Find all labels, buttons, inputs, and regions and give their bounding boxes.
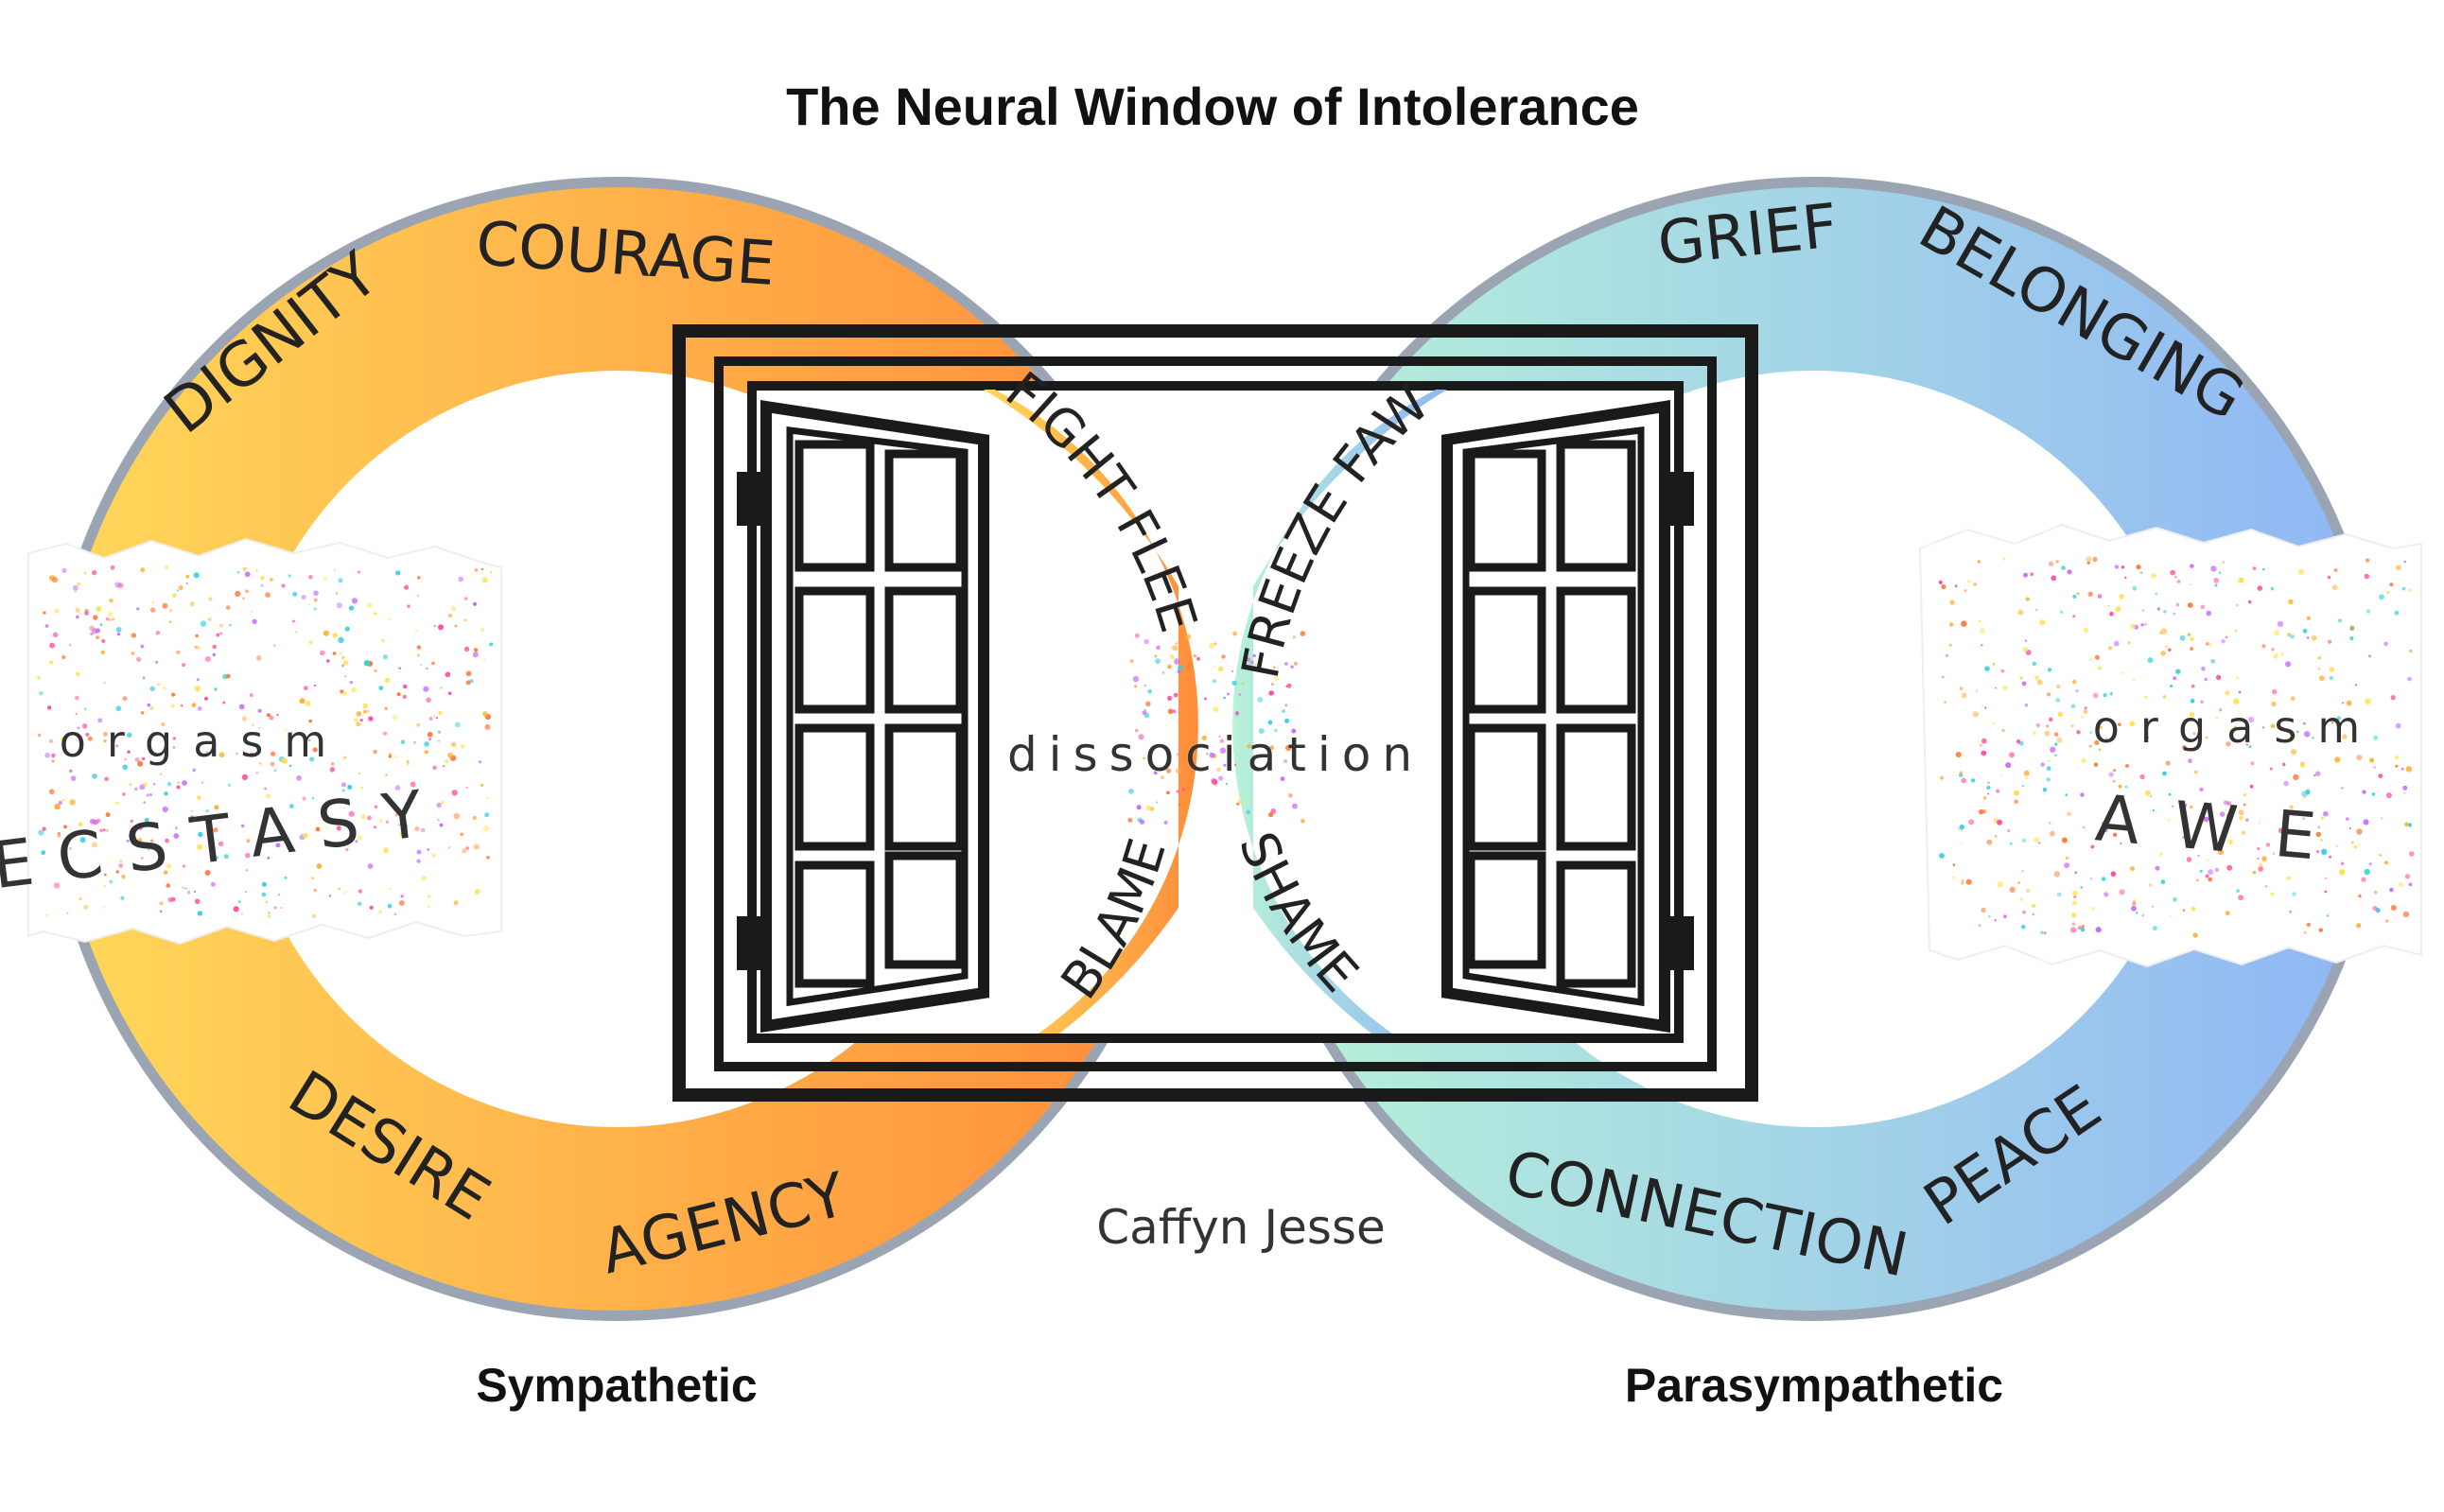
credit: Caffyn Jesse xyxy=(1096,1200,1386,1255)
left-orgasm: orgasm xyxy=(60,716,347,767)
parasympathetic-label: Parasympathetic xyxy=(1625,1359,2003,1412)
right-orgasm: orgasm xyxy=(2093,702,2381,753)
confetti-speckles xyxy=(37,556,2415,938)
diagram-title: The Neural Window of Intolerance xyxy=(786,77,1639,136)
word-dissociation: dissociation xyxy=(1007,727,1423,782)
sympathetic-label: Sympathetic xyxy=(476,1359,757,1412)
right-confetti-band xyxy=(1918,523,2422,968)
open-window-icon xyxy=(672,324,1758,1102)
center-speckles xyxy=(1127,631,1306,825)
